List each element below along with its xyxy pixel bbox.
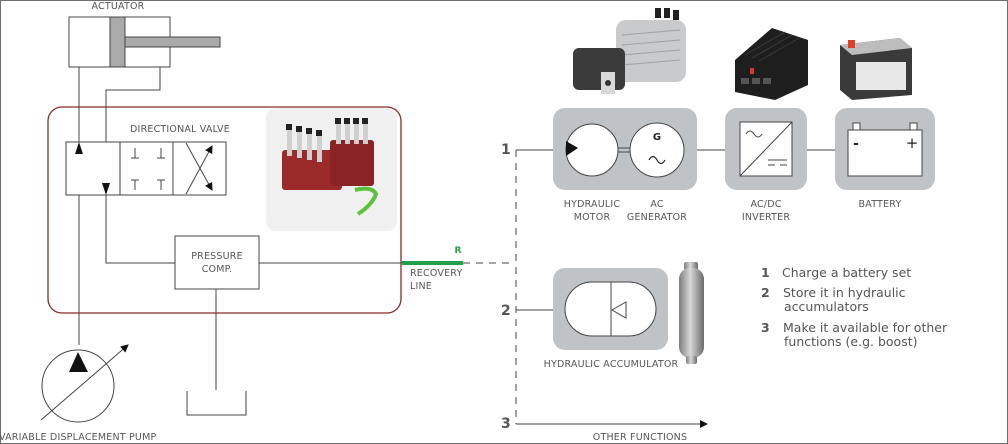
motor-generator-image bbox=[573, 8, 686, 94]
hydraulic-motor-label-1: HYDRAULIC bbox=[564, 199, 621, 210]
legend: 1 Charge a battery set 2 Store it in hyd… bbox=[761, 265, 948, 349]
pump-icon bbox=[40, 344, 129, 423]
branch-number-2: 2 bbox=[501, 303, 511, 319]
legend-number-2: 2 bbox=[761, 285, 770, 300]
legend-text-3a: Make it available for other bbox=[783, 320, 948, 335]
legend-text-2b: accumulators bbox=[784, 299, 869, 314]
inverter-image bbox=[735, 28, 808, 100]
branch-number-3: 3 bbox=[501, 416, 511, 432]
recovery-line-label-2: LINE bbox=[410, 281, 432, 292]
battery-image bbox=[840, 38, 912, 100]
inverter-icon bbox=[739, 121, 793, 177]
legend-text-3b: functions (e.g. boost) bbox=[784, 334, 918, 349]
tank-icon bbox=[186, 391, 247, 416]
actuator-icon bbox=[68, 16, 221, 68]
accumulator-label: HYDRAULIC ACCUMULATOR bbox=[544, 359, 679, 370]
recovery-port-label: R bbox=[455, 246, 462, 256]
recovery-line-label-1: RECOVERY bbox=[410, 268, 462, 279]
legend-number-1: 1 bbox=[761, 265, 770, 280]
hydraulic-motor-icon bbox=[565, 123, 619, 177]
accumulator-image bbox=[679, 262, 704, 364]
valve-down-arrow bbox=[102, 183, 110, 195]
directional-valve-icon bbox=[65, 141, 227, 196]
battery-icon: - + bbox=[847, 122, 923, 177]
valve-up-arrow bbox=[75, 142, 83, 154]
battery-minus: - bbox=[853, 136, 859, 152]
pressure-comp-label-2: COMP. bbox=[202, 264, 233, 275]
motor-generator-shaft bbox=[618, 147, 630, 153]
ac-generator-icon: G bbox=[629, 122, 685, 178]
battery-plus: + bbox=[906, 134, 919, 152]
other-functions-label: OTHER FUNCTIONS bbox=[593, 432, 687, 443]
legend-text-2a: Store it in hydraulic bbox=[783, 285, 906, 300]
ac-generator-label-2: GENERATOR bbox=[627, 212, 687, 223]
legend-text-1: Charge a battery set bbox=[782, 265, 911, 280]
pump-label: VARIABLE DISPLACEMENT PUMP bbox=[0, 432, 156, 443]
legend-number-3: 3 bbox=[761, 320, 770, 335]
hydraulic-motor-label-2: MOTOR bbox=[574, 212, 611, 223]
actuator-lines bbox=[78, 67, 175, 345]
directional-valve-label: DIRECTIONAL VALVE bbox=[130, 124, 230, 135]
actuator-label: ACTUATOR bbox=[92, 1, 145, 12]
inverter-label-1: AC/DC bbox=[750, 199, 781, 210]
battery-label: BATTERY bbox=[859, 199, 902, 210]
valve-circuit-boundary bbox=[47, 106, 402, 314]
inverter-label-2: INVERTER bbox=[742, 212, 791, 223]
valve-block-image bbox=[266, 108, 397, 231]
pressure-comp-box bbox=[174, 235, 260, 290]
ac-generator-label-1: AC bbox=[650, 199, 664, 210]
generator-symbol: G bbox=[653, 132, 661, 143]
pressure-comp-label-1: PRESSURE bbox=[191, 251, 243, 262]
branch-number-1: 1 bbox=[501, 142, 511, 158]
accumulator-icon bbox=[564, 281, 657, 337]
